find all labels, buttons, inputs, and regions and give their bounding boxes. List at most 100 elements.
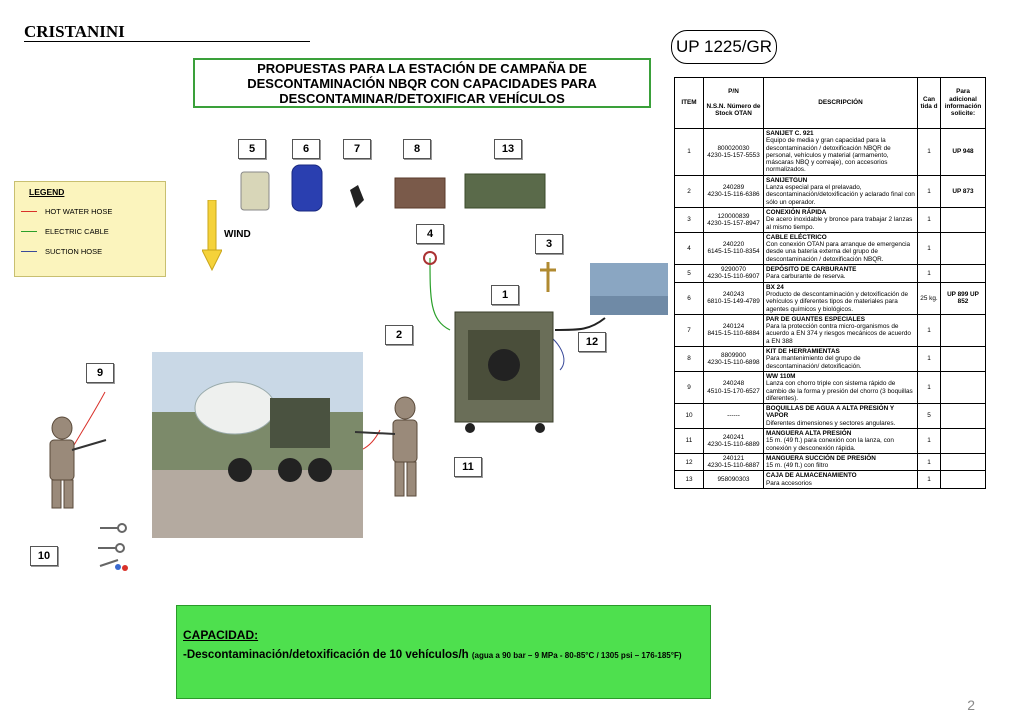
- callout-1: 1: [491, 285, 519, 305]
- legend-title: LEGEND: [29, 187, 65, 197]
- callout-5: 5: [238, 139, 266, 159]
- cell-info: [940, 231, 986, 266]
- cell-item: 3: [674, 206, 704, 233]
- cell-info: [940, 206, 986, 233]
- wind-arrow-icon: [202, 200, 222, 272]
- cell-item: 12: [674, 452, 704, 472]
- callout-9: 9: [86, 363, 114, 383]
- table-row: 10------BOQUILLAS DE AGUA A ALTA PRESIÓN…: [674, 403, 986, 429]
- cell-quantity: 1: [917, 128, 941, 176]
- cell-quantity: 1: [917, 264, 941, 283]
- cell-item: 2: [674, 174, 704, 208]
- page-number: 2: [967, 697, 975, 713]
- cell-item: 13: [674, 470, 704, 490]
- callout-6: 6: [292, 139, 320, 159]
- legend-item-electric: ELECTRIC CABLE: [21, 227, 109, 236]
- cell-quantity: 1: [917, 427, 941, 454]
- electric-line-icon: [21, 231, 37, 232]
- cell-quantity: 1: [917, 470, 941, 490]
- col-quantity: Can tida d: [917, 77, 941, 129]
- cell-item: 9: [674, 370, 704, 405]
- cell-info: [940, 470, 986, 490]
- cell-info: UP 899 UP 852: [940, 281, 986, 315]
- cell-info: [940, 427, 986, 454]
- cell-quantity: 1: [917, 313, 941, 348]
- cell-item: 7: [674, 313, 704, 348]
- cell-item: 1: [674, 128, 704, 176]
- brand-underline: [24, 41, 310, 42]
- callout-10: 10: [30, 546, 58, 566]
- cell-item: 10: [674, 403, 704, 429]
- cell-info: [940, 313, 986, 348]
- cell-item: 11: [674, 427, 704, 454]
- cell-info: [940, 264, 986, 283]
- cell-info: [940, 346, 986, 372]
- col-pn-nsn: P/N N.S.N. Número de Stock OTAN: [703, 77, 764, 129]
- callout-12: 12: [578, 332, 606, 352]
- cell-info: [940, 370, 986, 405]
- cell-quantity: 1: [917, 452, 941, 472]
- callout-3: 3: [535, 234, 563, 254]
- document-code: UP 1225/GR: [671, 30, 777, 64]
- components-table: ITEM P/N N.S.N. Número de Stock OTAN DES…: [674, 77, 986, 490]
- capacity-detail: (agua a 90 bar – 9 MPa - 80-85°C / 1305 …: [471, 651, 682, 660]
- capacity-text: -Descontaminación/detoxificación de 10 v…: [183, 646, 704, 665]
- legend-item-hot-water: HOT WATER HOSE: [21, 207, 112, 216]
- cell-pn-nsn: ------: [703, 403, 764, 429]
- suction-line-icon: [21, 251, 37, 252]
- callout-2: 2: [385, 325, 413, 345]
- cell-item: 4: [674, 231, 704, 266]
- cell-pn-nsn: 958090303: [703, 470, 764, 490]
- cell-description: BOQUILLAS DE AGUA A ALTA PRESIÓN Y VAPOR…: [763, 403, 918, 429]
- capacity-main: -Descontaminación/detoxificación de 10 v…: [183, 649, 469, 661]
- cell-item: 6: [674, 281, 704, 315]
- callout-7: 7: [343, 139, 371, 159]
- cell-quantity: 5: [917, 403, 941, 429]
- capacity-box: CAPACIDAD: -Descontaminación/detoxificac…: [176, 605, 711, 699]
- table-header-row: ITEM P/N N.S.N. Número de Stock OTAN DES…: [674, 77, 986, 129]
- cell-quantity: 1: [917, 231, 941, 266]
- col-info: Para adicional información solicite:: [940, 77, 986, 129]
- callout-13: 13: [494, 139, 522, 159]
- col-item: ITEM: [674, 77, 704, 129]
- cell-quantity: 1: [917, 174, 941, 208]
- hot-water-line-icon: [21, 211, 37, 212]
- cell-info: [940, 403, 986, 429]
- legend-item-suction: SUCTION HOSE: [21, 247, 102, 256]
- cell-quantity: 1: [917, 206, 941, 233]
- page-title: PROPUESTAS PARA LA ESTACIÓN DE CAMPAÑA D…: [193, 58, 651, 108]
- cell-quantity: 1: [917, 346, 941, 372]
- equipment-illustration: [49, 164, 668, 571]
